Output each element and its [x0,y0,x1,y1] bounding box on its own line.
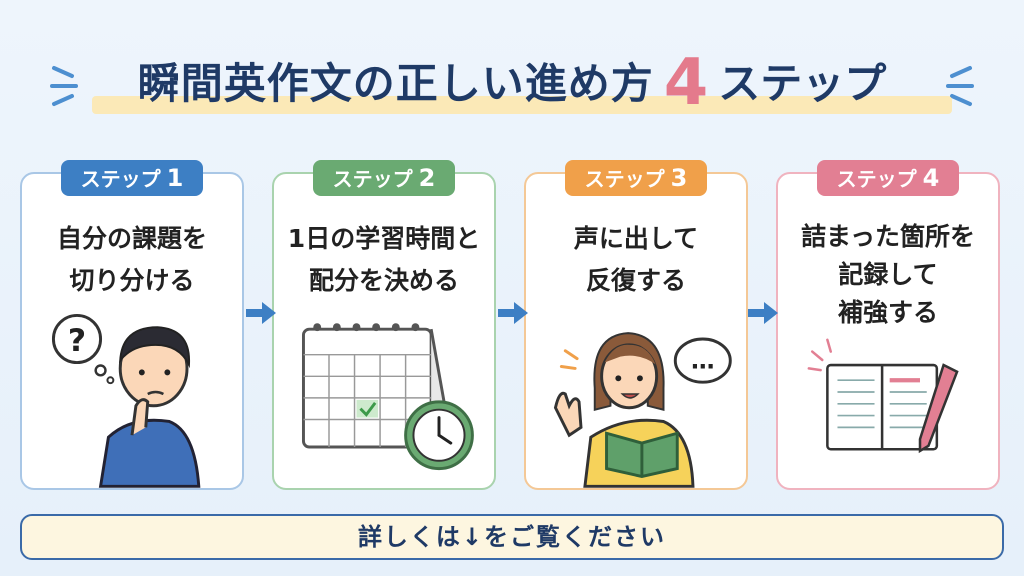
arrow-right-icon [498,302,528,324]
step-line: 反復する [585,266,686,295]
calendar-clock-illustration [301,323,474,471]
title-highlight [92,96,952,114]
step-line: 配分を決める [308,266,459,295]
step-text-2: 1日の学習時間と 配分を決める [274,218,494,302]
right-sparkle-icon [946,66,974,106]
title-suffix: ステップ [718,59,887,108]
left-sparkle-icon [50,66,78,106]
step-badge-label: ステップ [584,167,665,191]
reading-aloud-illustration: … [553,332,732,488]
step-badge-number: 3 [670,164,688,192]
arrow-right-icon [246,302,276,324]
step-badge-number: 4 [922,164,940,192]
step-line: 声に出して [573,224,699,253]
arrow-right-icon [748,302,778,324]
step-line: 自分の課題を [56,224,207,253]
step-badge-number: 1 [166,164,184,192]
step-text-4: 詰まった箇所を 記録して 補強する [778,218,998,332]
step-line: 補強する [837,298,938,327]
step-text-3: 声に出して 反復する [526,218,746,302]
title-number: 4 [663,46,709,120]
step-text-1: 自分の課題を 切り分ける [22,218,242,302]
step-line: 切り分ける [69,266,195,295]
step-line: 詰まった箇所を [800,222,975,251]
step-line: 1日の学習時間と [287,224,481,253]
question-mark-icon: ? [68,323,86,359]
speech-dots-icon: … [691,346,715,374]
thinking-person-illustration: ? [51,313,201,488]
notebook-pen-illustration [807,338,959,454]
step-line: 記録して [838,260,938,289]
title-main: 瞬間英作文の正しい進め方 [137,59,654,108]
step-badge-label: ステップ [332,167,413,191]
footer-banner: 詳しくは↓をご覧ください [20,514,1004,560]
step-badge-label: ステップ [836,167,917,191]
step-badge-number: 2 [418,164,436,192]
step-badge-label: ステップ [80,167,161,191]
